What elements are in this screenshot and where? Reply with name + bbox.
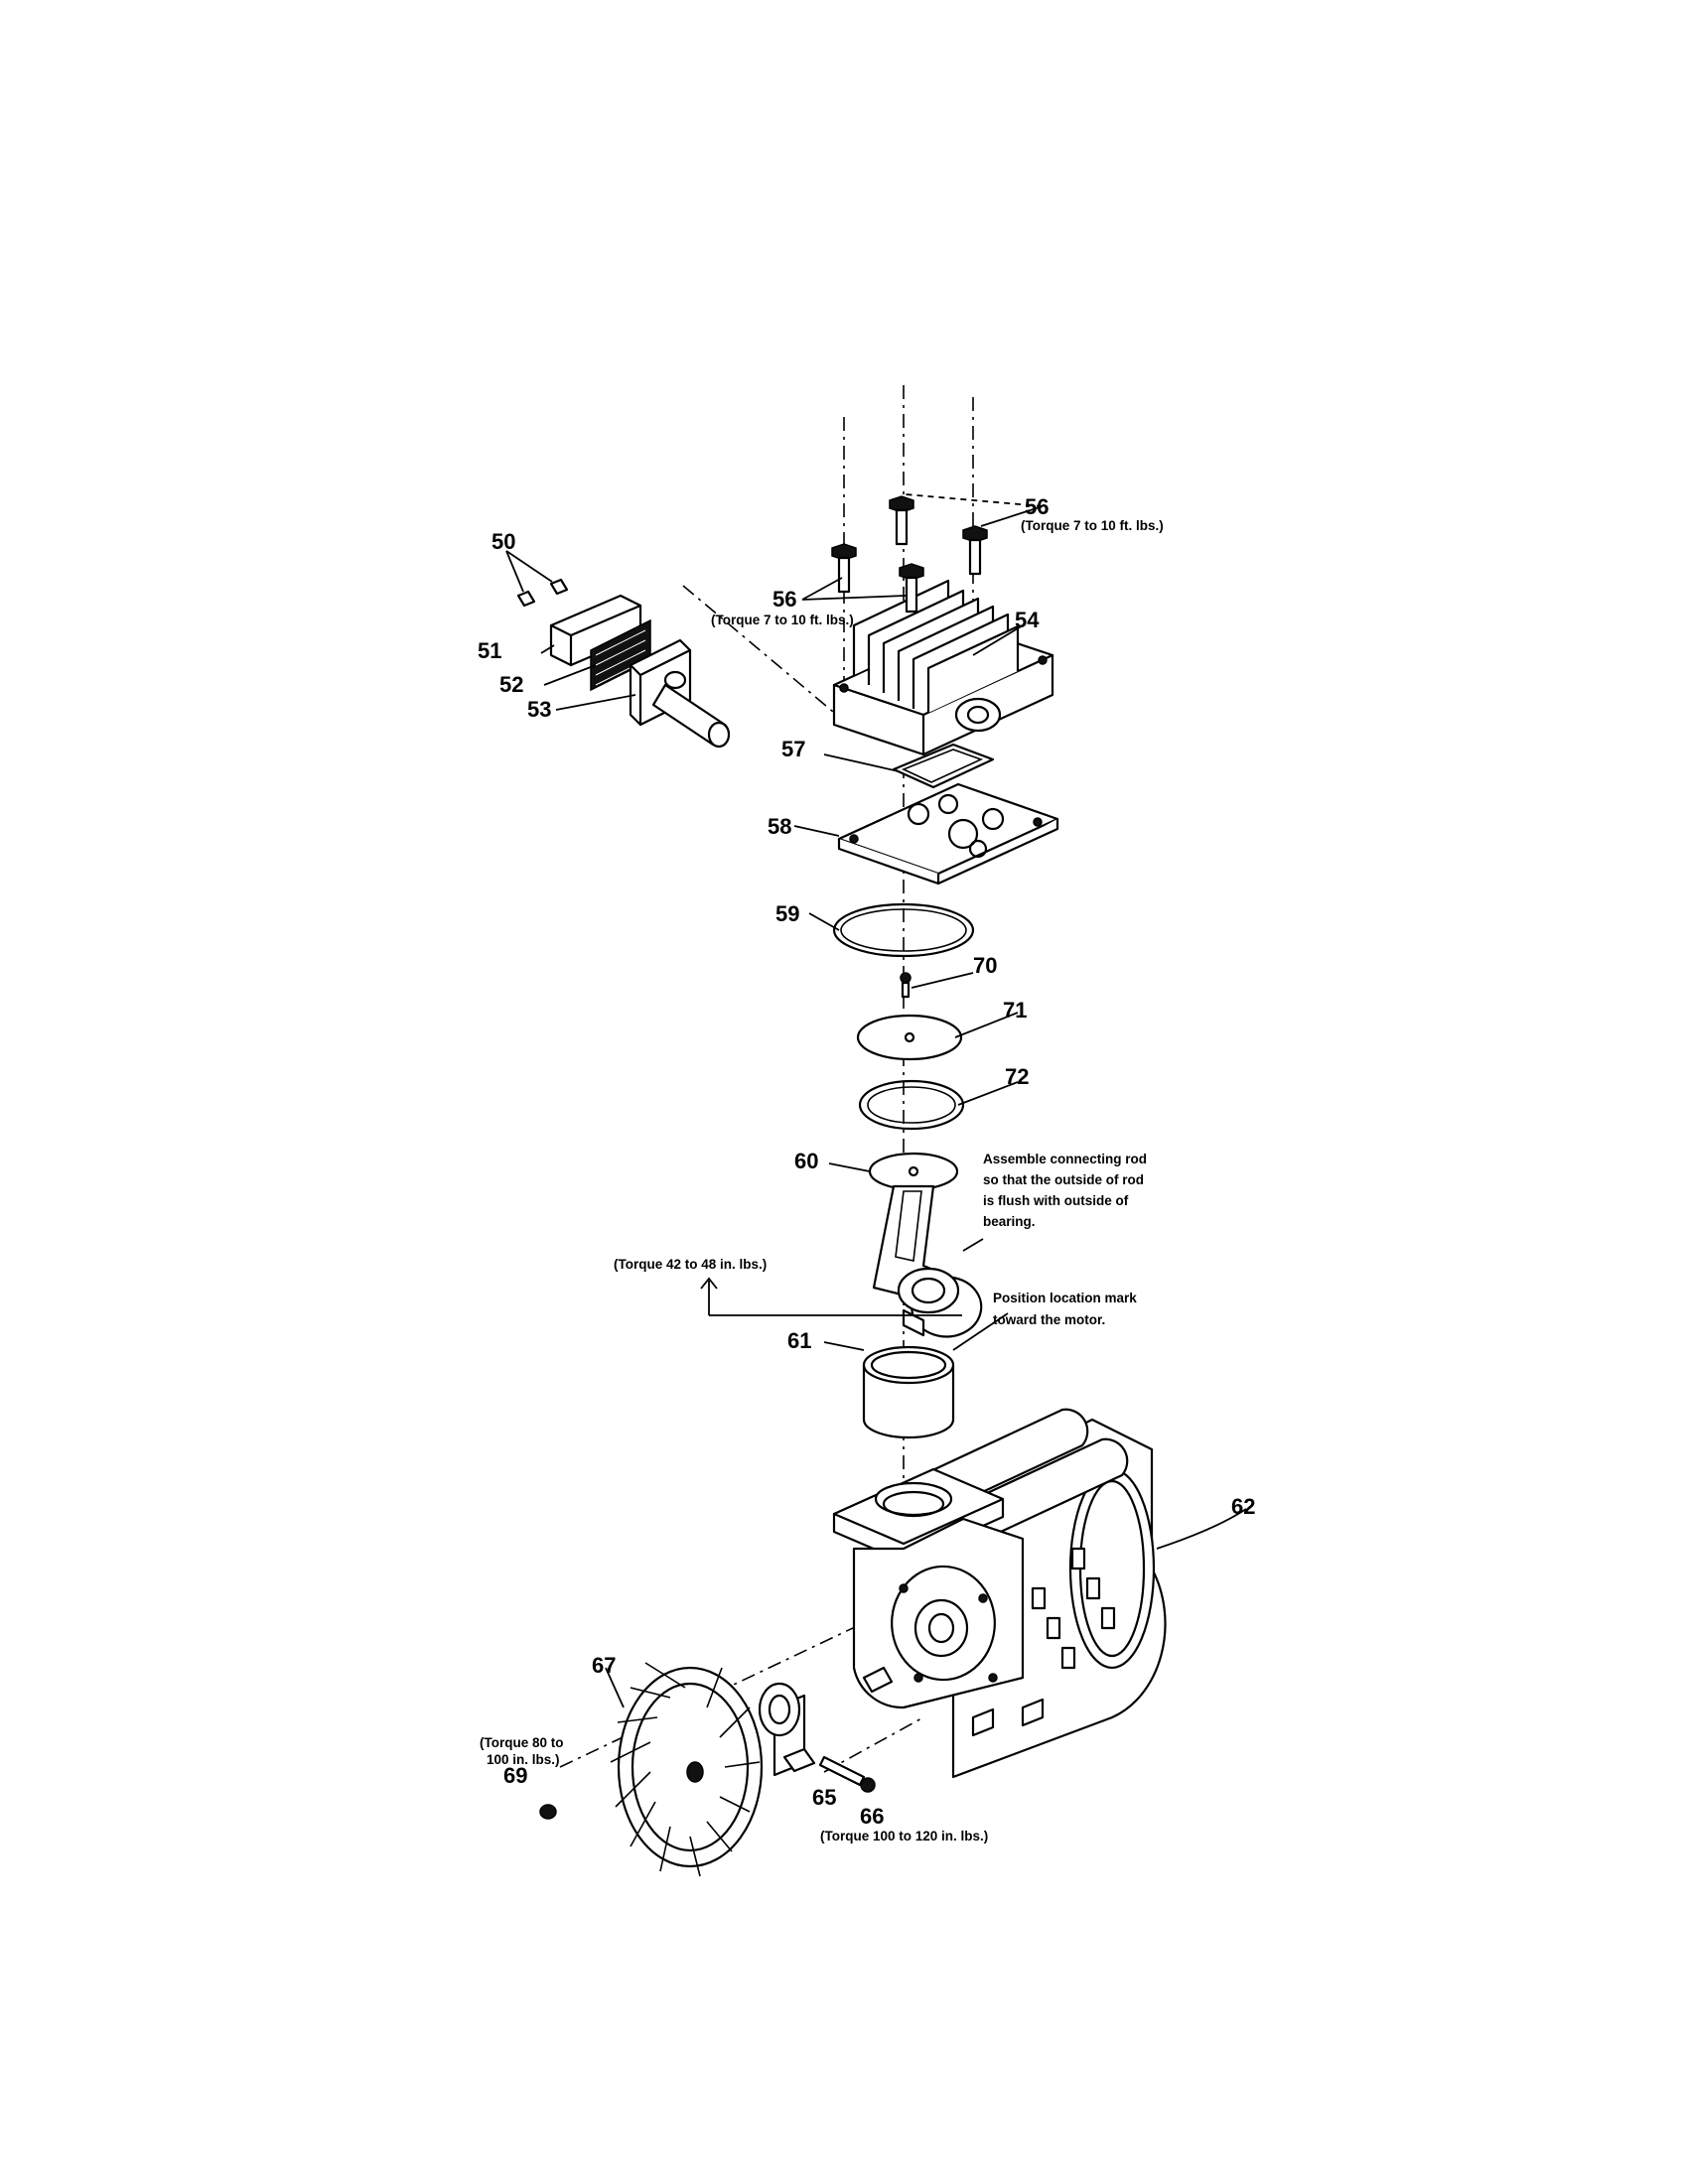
motor-crankcase-62 (832, 1408, 1247, 1779)
part-label-66: 66 (860, 1804, 884, 1829)
fan-67 (610, 1662, 764, 1877)
part-label-58: 58 (768, 814, 791, 839)
torque-note-42: (Torque 42 to 48 in. lbs.) (614, 1257, 767, 1272)
part-label-53: 53 (527, 697, 551, 722)
position-mark-note-line2: toward the motor. (993, 1312, 1105, 1327)
part-label-56-left: 56 (772, 587, 796, 612)
assemble-rod-note-line2: so that the outside of rod (983, 1172, 1144, 1187)
part-label-72: 72 (1005, 1064, 1029, 1089)
bolts-56 (801, 493, 1044, 614)
part-label-61: 61 (787, 1328, 811, 1353)
crank-65 (758, 1682, 816, 1777)
part-label-62: 62 (1231, 1494, 1255, 1519)
gasket-57 (892, 743, 995, 789)
retainer-plate-71 (856, 1014, 963, 1061)
ring-72 (858, 1079, 965, 1131)
part-labels: 50 51 52 53 54 56 56 57 58 59 70 71 72 6… (478, 494, 1255, 1829)
part-label-67: 67 (592, 1653, 616, 1678)
torque-note-80-line2: 100 in. lbs.) (487, 1752, 560, 1767)
part-label-52: 52 (499, 672, 523, 697)
torque-note-80-line1: (Torque 80 to (480, 1735, 564, 1750)
part-label-59: 59 (775, 901, 799, 926)
assemble-rod-note-line3: is flush with outside of (983, 1193, 1129, 1208)
nut-69 (539, 1804, 557, 1820)
valve-plate-58 (837, 782, 1059, 886)
position-mark-note-line1: Position location mark (993, 1291, 1137, 1305)
o-ring-59 (832, 902, 975, 958)
part-label-70: 70 (973, 953, 997, 978)
part-label-51: 51 (478, 638, 501, 663)
part-label-71: 71 (1003, 998, 1027, 1023)
screw-70 (900, 972, 912, 999)
part-label-50: 50 (491, 529, 515, 554)
torque-note-56-top: (Torque 7 to 10 ft. lbs.) (1021, 518, 1164, 533)
assembly-notes: (Torque 7 to 10 ft. lbs.) (Torque 7 to 1… (480, 518, 1164, 1843)
assemble-rod-note-line1: Assemble connecting rod (983, 1152, 1147, 1166)
leader-lines (540, 624, 1024, 1708)
torque-note-56-left: (Torque 7 to 10 ft. lbs.) (711, 613, 854, 627)
part-label-60: 60 (794, 1149, 818, 1173)
bolt-66 (818, 1755, 876, 1793)
part-label-65: 65 (812, 1785, 836, 1810)
part-label-57: 57 (781, 737, 805, 761)
part-label-69: 69 (503, 1763, 527, 1788)
bearing-61 (862, 1345, 955, 1439)
part-label-54: 54 (1015, 608, 1040, 632)
part-label-56-top: 56 (1025, 494, 1049, 519)
screws-50 (505, 550, 569, 608)
intake-body-53 (629, 638, 731, 749)
cylinder-head-54 (832, 579, 1054, 756)
connecting-rod-60 (868, 1152, 983, 1338)
torque-arrow-42 (700, 1277, 962, 1316)
assemble-rod-note-line4: bearing. (983, 1214, 1036, 1229)
torque-note-100: (Torque 100 to 120 in. lbs.) (820, 1829, 988, 1843)
